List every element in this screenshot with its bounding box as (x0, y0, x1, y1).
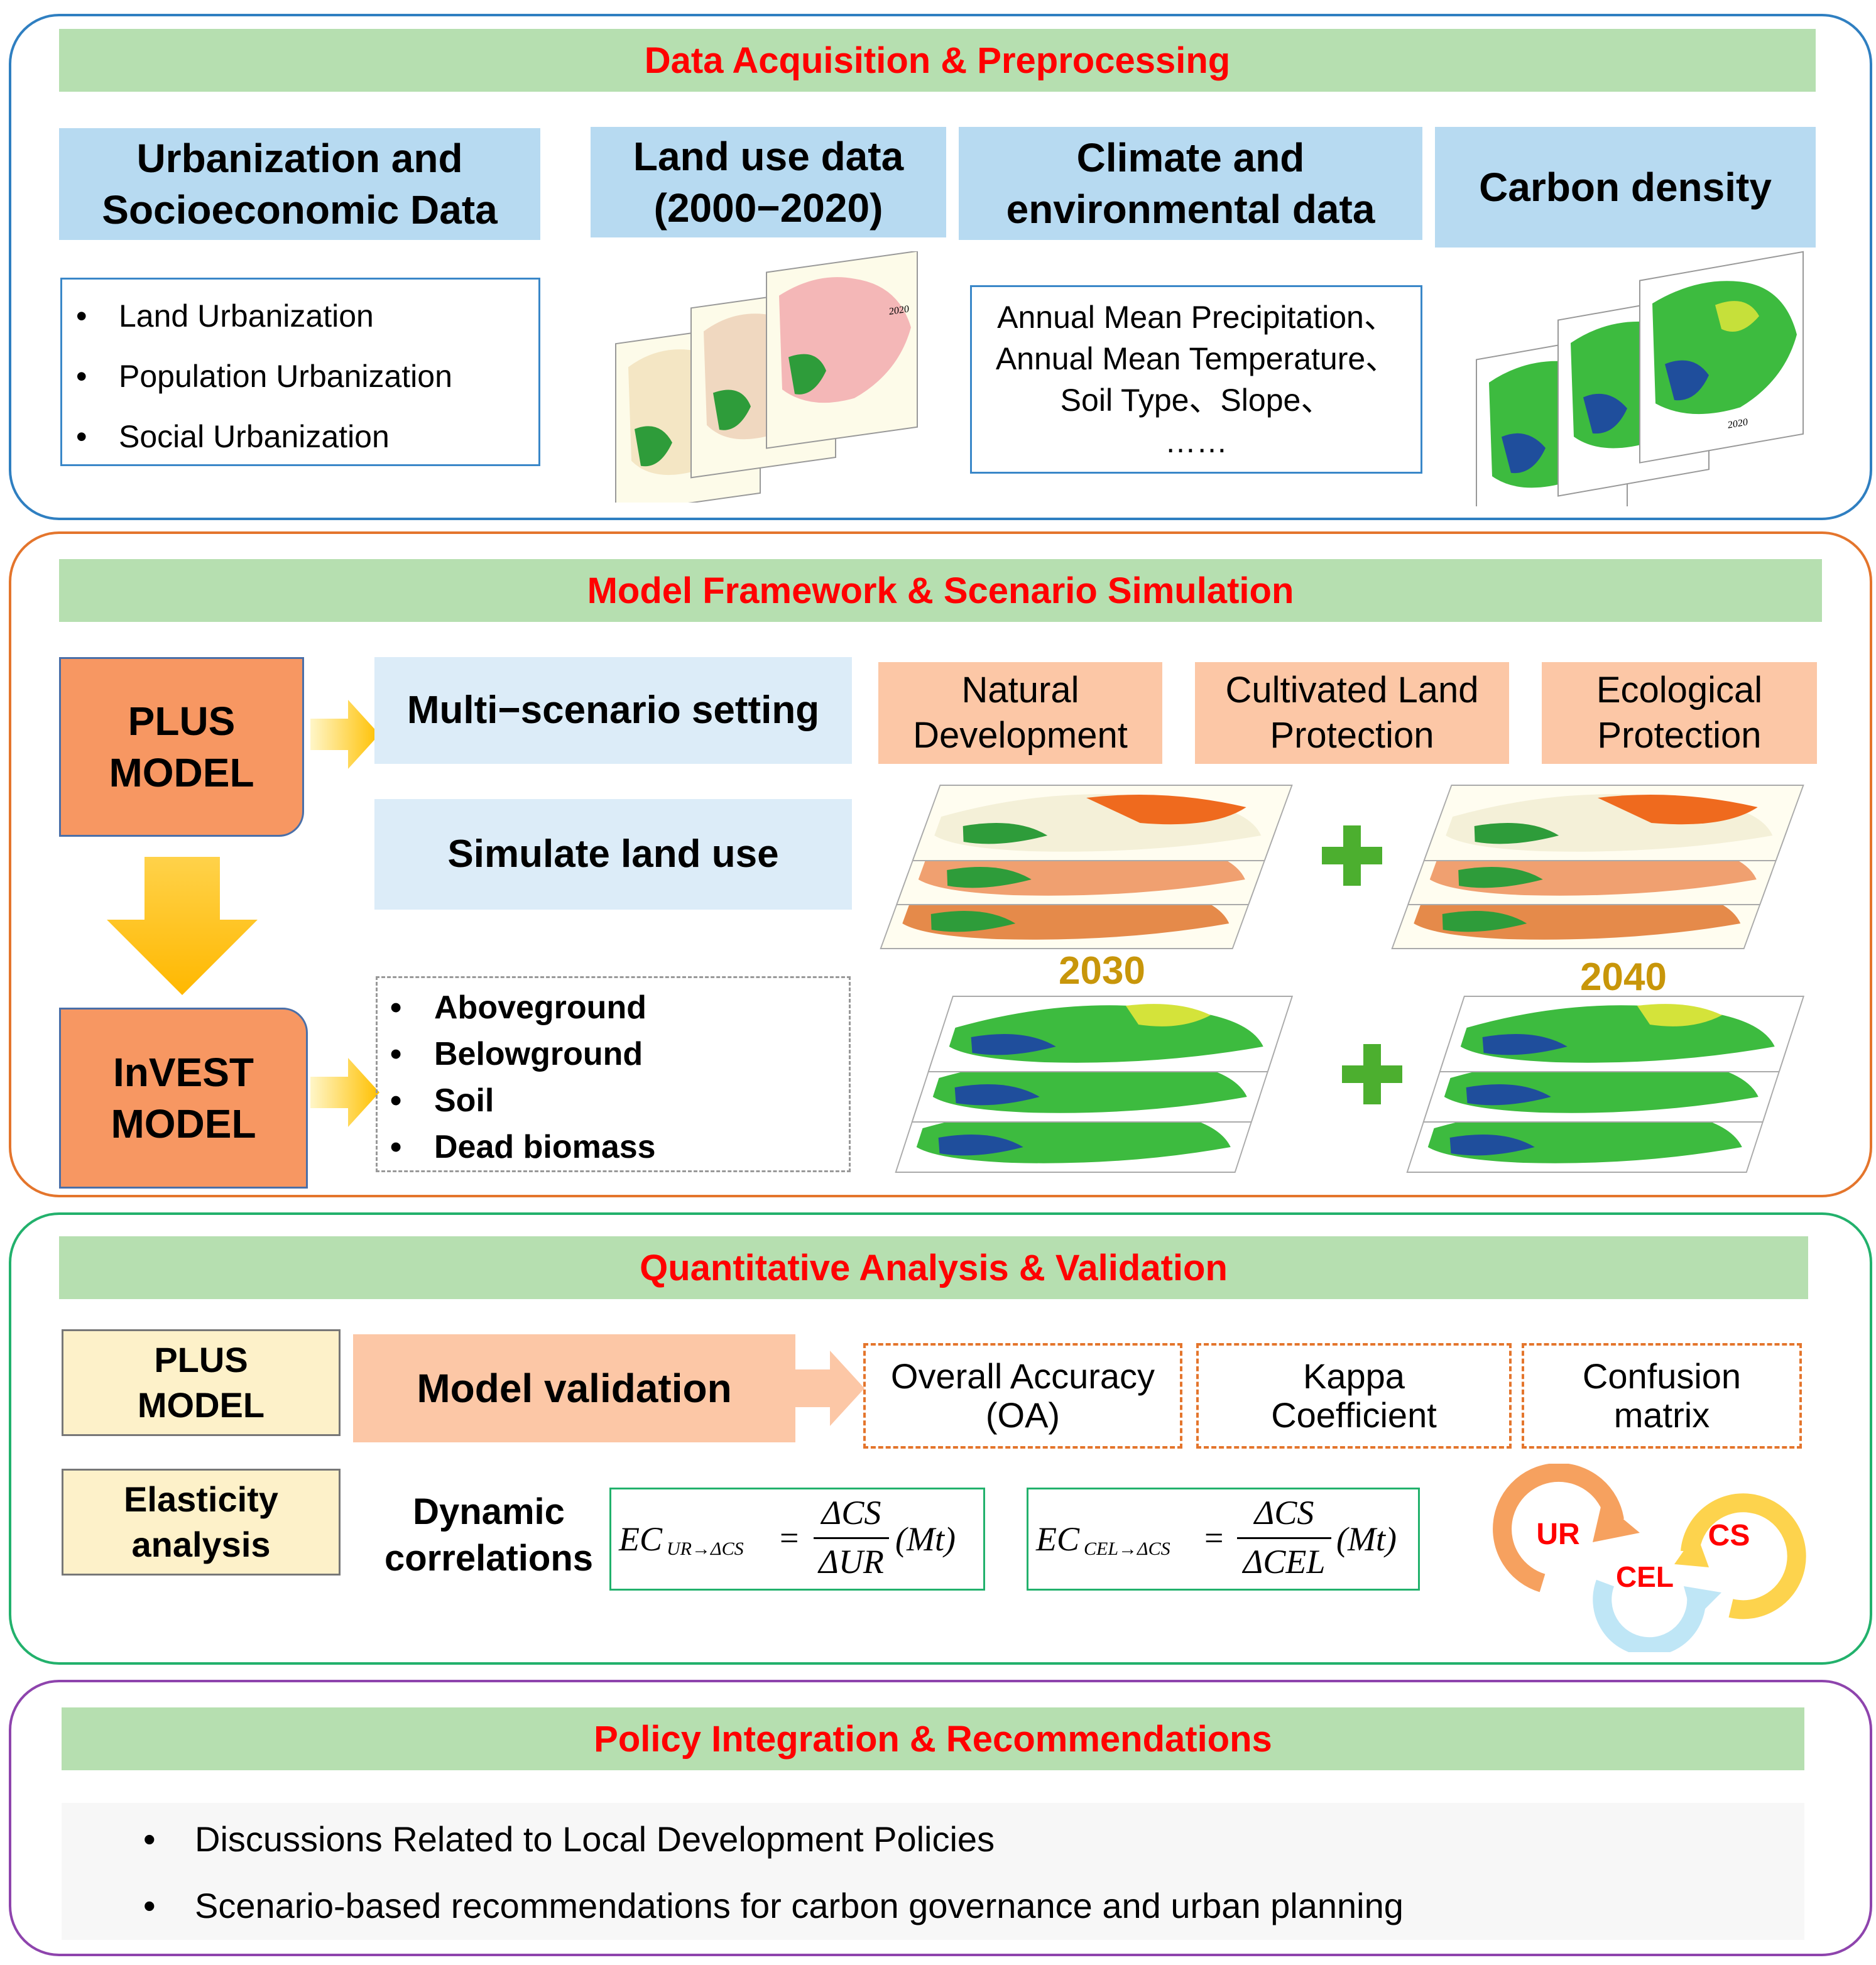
fraction-bar (814, 1537, 889, 1539)
list-item-text: Belowground (434, 1036, 643, 1072)
elasticity-analysis-box: Elasticity analysis (62, 1469, 341, 1576)
equals-sign: = (780, 1519, 799, 1557)
metric-kappa-coefficient: Kappa Coefficient (1196, 1343, 1512, 1449)
formula-subscript: UR→ΔCS (667, 1538, 744, 1559)
scenario-cultivated-land-protection: Cultivated Land Protection (1195, 662, 1509, 764)
urbanization-header: Urbanization and Socioeconomic Data (59, 128, 540, 240)
cycle-arrowhead (1684, 1586, 1721, 1621)
formula-lhs: EC (619, 1520, 663, 1558)
cycle-label-cel: CEL (1616, 1560, 1674, 1593)
arrow-right-icon (310, 1058, 379, 1127)
list-item-text: Aboveground (434, 989, 646, 1026)
plus-icon (1322, 825, 1382, 886)
policy-list: • Discussions Related to Local Developme… (62, 1803, 1804, 1940)
section-title-model: Model Framework & Scenario Simulation (59, 559, 1822, 622)
multi-scenario-box: Multi−scenario setting (374, 657, 852, 764)
list-item-text: Soil (434, 1082, 494, 1119)
formula-denominator: ΔCEL (1243, 1543, 1326, 1581)
list-item-text: Discussions Related to Local Development… (195, 1819, 995, 1859)
landuse-maps-image: 2020 (615, 251, 918, 503)
cycle-arrowhead (1593, 1501, 1640, 1542)
year-label-2040: 2040 (1580, 955, 1667, 999)
list-item: • Belowground (390, 1036, 643, 1072)
arrow-down-icon (107, 857, 258, 995)
list-item: • Scenario-based recommendations for car… (143, 1885, 1404, 1925)
cycle-diagram: UR CEL CS (1493, 1464, 1806, 1652)
elasticity-formula-ur: EC UR→ΔCS = ΔCS ΔUR (Mt) (609, 1488, 985, 1591)
scenario-natural-development: Natural Development (878, 662, 1162, 764)
cycle-arc-ur (1493, 1464, 1624, 1592)
section-policy-integration (9, 1680, 1872, 1956)
climate-list: Annual Mean Precipitation、 Annual Mean T… (970, 285, 1422, 474)
formula-subscript: CEL→ΔCS (1084, 1538, 1170, 1559)
carbon-storage-maps-2030 (895, 996, 1294, 1173)
carbon-density-header: Carbon density (1435, 127, 1816, 248)
carbon-density-maps-image: 2020 (1476, 251, 1804, 506)
list-item-text: Dead biomass (434, 1129, 656, 1165)
formula-numerator: ΔCS (821, 1494, 881, 1532)
simulate-land-use-box: Simulate land use (374, 799, 852, 910)
arrow-right-icon (795, 1351, 864, 1426)
list-item-text: Scenario-based recommendations for carbo… (195, 1885, 1404, 1925)
formula-numerator: ΔCS (1254, 1494, 1314, 1532)
carbon-storage-maps-2040 (1406, 996, 1805, 1173)
landuse-simulation-maps-2030 (880, 785, 1293, 949)
formula-unit: (Mt) (895, 1520, 956, 1558)
landuse-header: Land use data (2000−2020) (591, 127, 946, 237)
section-title-data: Data Acquisition & Preprocessing (59, 29, 1816, 92)
landuse-simulation-maps-2040 (1391, 785, 1804, 949)
plus-model-box: PLUS MODEL (59, 657, 304, 837)
climate-item: …… (1165, 424, 1228, 459)
plus-icon (1342, 1044, 1402, 1104)
model-validation-box: Model validation (353, 1334, 795, 1442)
plus-model-box-analysis: PLUS MODEL (62, 1329, 341, 1436)
carbon-pools-list: • Aboveground • Belowground • Soil • Dea… (376, 976, 851, 1172)
list-item: • Aboveground (390, 989, 646, 1026)
metric-confusion-matrix: Confusion matrix (1522, 1343, 1802, 1449)
cycle-arc-cel (1593, 1579, 1706, 1652)
formula-unit: (Mt) (1336, 1520, 1397, 1558)
cycle-arrowhead (1674, 1533, 1709, 1567)
list-item-text: Land Urbanization (119, 298, 374, 334)
climate-item: Annual Mean Temperature、 (995, 341, 1397, 376)
landuse-map-year: 2020 (889, 304, 909, 317)
formula-denominator: ΔUR (819, 1543, 884, 1581)
elasticity-formula-cel: EC CEL→ΔCS = ΔCS ΔCEL (Mt) (1027, 1488, 1420, 1591)
climate-item: Soil Type、Slope、 (1060, 383, 1333, 418)
list-item: • Soil (390, 1082, 494, 1119)
formula-lhs: EC (1036, 1520, 1080, 1558)
cycle-label-cs: CS (1708, 1519, 1750, 1552)
list-item: • Social Urbanization (76, 419, 390, 454)
arrow-right-icon (310, 700, 379, 769)
scenario-ecological-protection: Ecological Protection (1542, 662, 1817, 764)
section-title-policy: Policy Integration & Recommendations (62, 1707, 1804, 1770)
section-data-acquisition (9, 14, 1872, 520)
list-item: • Population Urbanization (76, 359, 452, 394)
list-item-text: Social Urbanization (119, 419, 390, 454)
section-title-analysis: Quantitative Analysis & Validation (59, 1236, 1808, 1299)
urbanization-list: • Land Urbanization • Population Urbaniz… (60, 278, 540, 466)
climate-header: Climate and environmental data (959, 127, 1422, 240)
list-item: • Discussions Related to Local Developme… (143, 1819, 995, 1859)
section-quantitative-analysis (9, 1212, 1872, 1665)
cycle-label-ur: UR (1536, 1518, 1579, 1551)
metric-overall-accuracy: Overall Accuracy (OA) (863, 1343, 1182, 1449)
list-item-text: Population Urbanization (119, 359, 452, 394)
equals-sign: = (1204, 1519, 1224, 1557)
year-label-2030: 2030 (1059, 949, 1145, 993)
invest-model-box: InVEST MODEL (59, 1008, 308, 1189)
dynamic-correlations-label: Dynamic correlations (384, 1491, 593, 1579)
climate-item: Annual Mean Precipitation、 (997, 300, 1395, 335)
carbon-map-year: 2020 (1728, 416, 1748, 431)
list-item: • Land Urbanization (76, 298, 374, 334)
fraction-bar (1237, 1537, 1331, 1539)
section-model-framework (9, 531, 1872, 1197)
list-item: • Dead biomass (390, 1129, 656, 1165)
cycle-arc-cs (1681, 1493, 1806, 1619)
